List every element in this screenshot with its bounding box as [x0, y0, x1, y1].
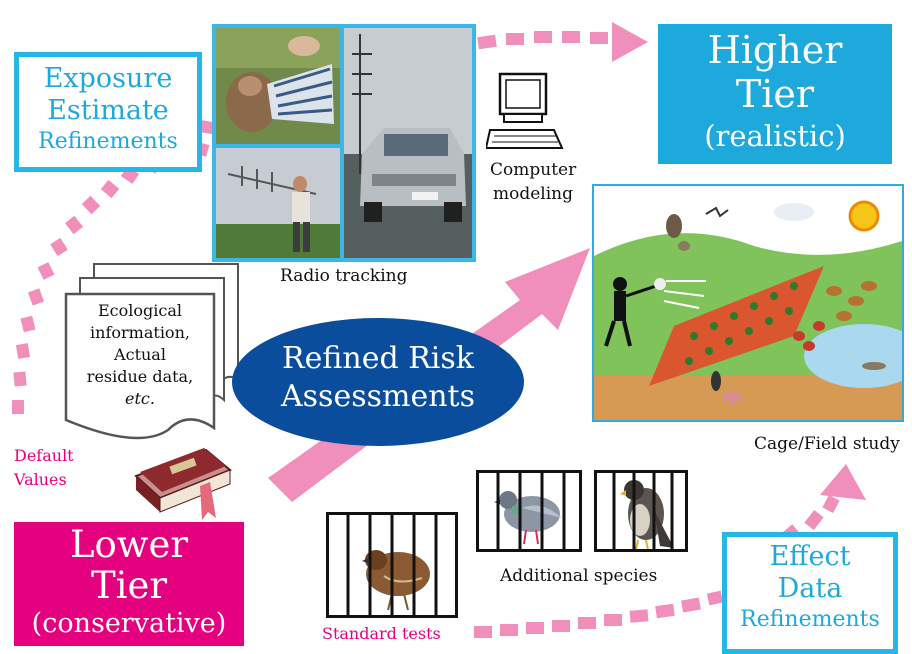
lower-tier-line1: Lower	[69, 523, 189, 566]
effect-data-box: Effect Data Refinements	[722, 532, 898, 654]
higher-tier-line3: (realistic)	[704, 119, 846, 153]
center-line1: Refined Risk	[282, 341, 474, 376]
lower-tier-line3: (conservative)	[31, 608, 227, 639]
default-values-line2: Values	[14, 470, 67, 489]
standard-tests-label: Standard tests	[322, 624, 441, 643]
doc-line1: Ecological	[98, 301, 182, 320]
exposure-line2: Estimate	[47, 95, 169, 126]
center-line2: Assessments	[281, 379, 475, 414]
computer-label-line1: Computer	[490, 160, 577, 180]
higher-tier-line1: Higher	[707, 28, 843, 72]
higher-tier-box: Higher Tier (realistic)	[658, 24, 892, 164]
lower-tier-box: Lower Tier (conservative)	[14, 522, 244, 646]
quail-cage-icon	[326, 512, 458, 618]
effect-line2: Data	[777, 573, 843, 604]
top-dashed-arrow	[477, 22, 648, 62]
doc-line4: residue data,	[86, 367, 194, 386]
effect-line3: Refinements	[740, 607, 880, 632]
radio-tracking-photos	[212, 24, 476, 262]
exposure-estimate-box: Exposure Estimate Refinements	[14, 52, 202, 172]
document-stack-icon	[64, 263, 239, 440]
radio-tracking-label: Radio tracking	[280, 266, 408, 286]
pigeon-cage-icon	[476, 470, 582, 552]
cage-field-label: Cage/Field study	[754, 434, 900, 454]
falcon-cage-icon	[594, 470, 688, 552]
doc-line5: etc.	[125, 389, 155, 408]
document-text: Ecological information, Actual residue d…	[66, 300, 214, 410]
book-icon	[134, 448, 232, 520]
exposure-line1: Exposure	[43, 63, 173, 94]
default-values-line1: Default	[14, 446, 74, 465]
doc-line2: information,	[90, 323, 190, 342]
exposure-line3: Refinements	[38, 129, 178, 154]
field-study-illustration	[592, 184, 904, 422]
bottom-dashed-arrow	[474, 590, 724, 638]
refined-risk-ellipse: Refined Risk Assessments	[232, 318, 524, 446]
computer-icon	[486, 72, 564, 149]
doc-line3: Actual	[114, 345, 166, 364]
lower-tier-line2: Tier	[90, 564, 168, 607]
additional-species-label: Additional species	[500, 566, 658, 586]
effect-line1: Effect	[769, 541, 851, 572]
photo-collage	[216, 28, 472, 258]
computer-label-line2: modeling	[493, 184, 574, 204]
higher-tier-line2: Tier	[735, 72, 815, 116]
